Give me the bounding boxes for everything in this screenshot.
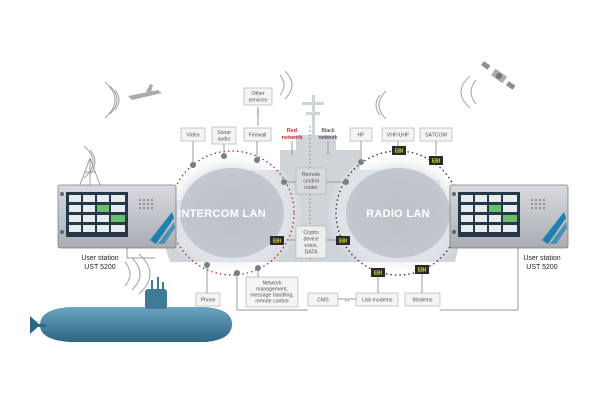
remote-control-router-2: control bbox=[303, 179, 319, 185]
ebi-badge: EBI bbox=[339, 239, 348, 245]
station-left-model: UST 5200 bbox=[84, 264, 115, 271]
service-netmgmt-2: management, bbox=[256, 287, 288, 293]
service-satcom: SATCOM bbox=[425, 133, 447, 139]
crypto-device-2: device bbox=[304, 237, 319, 243]
connection-lines bbox=[126, 107, 519, 311]
service-firewall: Firewall bbox=[249, 133, 267, 139]
service-netmgmt-3: message handling, bbox=[250, 293, 294, 299]
radio-lan-cloud bbox=[326, 151, 470, 275]
black-network-label: Black bbox=[321, 128, 334, 134]
service-other-2: services bbox=[248, 98, 267, 104]
center-devices: Remote control router Crypto device voic… bbox=[295, 167, 327, 259]
service-hf: HF bbox=[358, 133, 365, 139]
ebi-badge: EBI bbox=[418, 268, 427, 274]
user-station-right: User station UST 5200 bbox=[449, 184, 569, 271]
service-netmgmt-4: remote control bbox=[255, 299, 288, 305]
service-netmgmt: Network bbox=[262, 281, 281, 287]
intercom-lan-title: INTERCOM LAN bbox=[178, 208, 266, 220]
ebi-badge: EBI bbox=[432, 159, 441, 165]
station-right-model: UST 5200 bbox=[526, 264, 557, 271]
satellite-icon bbox=[481, 61, 516, 90]
leftright-arrow-icon: ↔ bbox=[344, 297, 351, 304]
service-vhf-uhf: VHF/UHF bbox=[387, 133, 409, 139]
service-sonar-2: audio bbox=[218, 137, 231, 143]
bottom-services: Phone Network management, message handli… bbox=[195, 276, 441, 308]
station-left-label: User station bbox=[81, 255, 118, 262]
black-network-label-2: network bbox=[319, 135, 338, 141]
updown-arrow-icon: ↕ bbox=[256, 109, 260, 116]
user-station-left: User station UST 5200 bbox=[57, 184, 177, 271]
ebi-badge: EBI bbox=[374, 271, 383, 277]
top-services: Video Sonar audio Firewall Other service… bbox=[180, 87, 453, 260]
ebi-badge: EBI bbox=[273, 239, 282, 245]
antenna-icon bbox=[79, 157, 101, 186]
ebi-badges: EBI EBI EBI EBI EBI EBI bbox=[270, 146, 443, 277]
service-cms: CMS bbox=[317, 298, 329, 304]
crypto-device-3: voice, bbox=[304, 243, 318, 249]
intercom-lan-cloud bbox=[160, 151, 304, 275]
red-network-label: Red bbox=[287, 128, 297, 134]
service-link-modems: Link modems bbox=[362, 298, 393, 304]
radio-lan-title: RADIO LAN bbox=[366, 208, 430, 220]
crypto-device-4: DATA bbox=[304, 250, 318, 256]
submarine-icon bbox=[30, 277, 232, 342]
service-sonar: Sonar bbox=[217, 130, 231, 136]
service-other: Other bbox=[252, 91, 265, 97]
service-phone: Phone bbox=[200, 298, 215, 304]
station-right-label: User station bbox=[523, 255, 560, 262]
remote-control-router: Remote bbox=[302, 172, 320, 178]
ebi-badge: EBI bbox=[395, 149, 404, 155]
aircraft-icon bbox=[128, 84, 162, 100]
red-network-label-2: network bbox=[282, 135, 303, 141]
remote-control-router-3: router bbox=[304, 185, 318, 191]
service-video: Video bbox=[186, 133, 199, 139]
service-modems: Modems bbox=[413, 298, 433, 304]
crypto-device: Crypto bbox=[303, 230, 318, 236]
